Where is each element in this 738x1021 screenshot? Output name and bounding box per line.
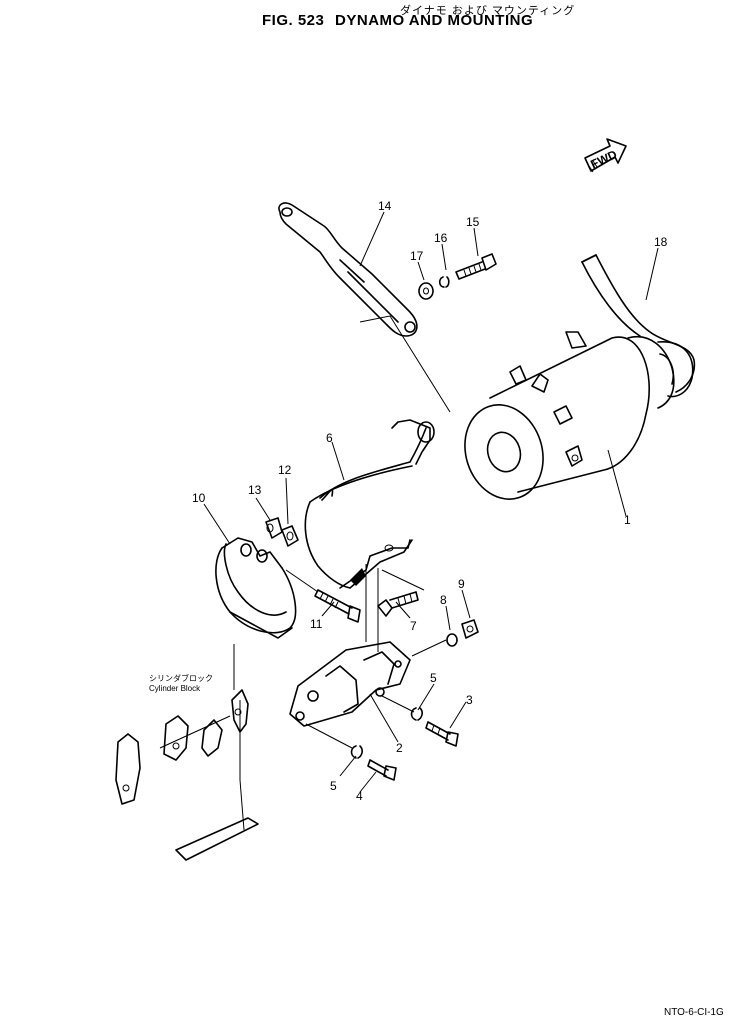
callout-10: 10 [192,491,206,505]
callout-16: 16 [434,231,448,245]
callout-8: 8 [440,593,447,607]
part-10-clamp-band [215,537,297,639]
part-2-bracket [289,564,447,727]
callout-9: 9 [458,577,465,591]
part-9-nut [461,619,479,639]
callout-17: 17 [410,249,424,263]
callout-12: 12 [278,463,292,477]
part-5-washer-lower [350,745,363,759]
callout-7: 7 [410,619,417,633]
part-8-washer [446,633,458,647]
part-15-bolt [455,253,497,280]
part-12-spacer [281,525,299,547]
part-4-bolt [305,723,397,781]
callout-15: 15 [466,215,480,229]
part-7-bolt [377,569,425,617]
callout-3: 3 [466,693,473,707]
part-6-dynamo-band [304,419,435,589]
cylinder-block-label: Cylinder Block [149,684,201,693]
figure-number: FIG. 523 [262,12,325,29]
part-14-adjusting-arm [278,202,451,413]
part-11-bolt [285,569,361,623]
reference-code: NTO-6-CI-1G [664,1007,724,1018]
leader-lines [203,211,659,793]
part-5-washer-upper [410,707,423,721]
callout-13: 13 [248,483,262,497]
figure-title-japanese: ダイナモ および マウンティング [400,5,576,17]
cylinder-block [115,644,259,861]
callout-14: 14 [378,199,392,213]
callout-1: 1 [624,513,631,527]
part-16-lock-washer [438,276,450,288]
figure-title: FIG. 523 DYNAMO AND MOUNTING [262,12,539,29]
part-13-spacer [265,517,283,539]
fwd-label: FWD [588,147,619,171]
callout-2: 2 [396,741,403,755]
fwd-arrow-icon: FWD [584,138,627,173]
callout-18: 18 [654,235,668,249]
callout-5-lower: 5 [330,779,337,793]
cylinder-block-label-jp: シリンダブロック [149,674,213,683]
callout-5-upper: 5 [430,671,437,685]
callout-4: 4 [356,789,363,803]
part-17-washer [418,282,434,300]
part-1-dynamo [464,331,694,500]
callout-11: 11 [310,617,323,631]
part-3-bolt [381,695,459,747]
figure-title-english: DYNAMO AND MOUNTING [335,12,534,29]
callout-6: 6 [326,431,333,445]
part-18-v-belt [581,254,696,393]
